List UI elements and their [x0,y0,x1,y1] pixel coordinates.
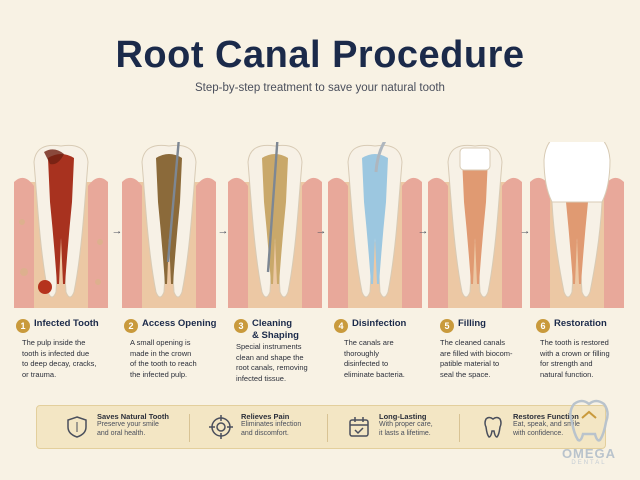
step-6-description: The tooth is restored with a crown or fi… [540,338,610,379]
step-2-heading: 2 Access Opening [124,318,216,333]
benefit-2-title: Relieves Pain [241,412,290,421]
page-subtitle: Step-by-step treatment to save your natu… [195,82,445,94]
step-4-title: Disinfection [352,318,407,329]
step-6-heading: 6 Restoration [536,318,607,333]
file-tooth-icon [228,142,322,308]
calendar-check-icon [349,417,369,437]
infected-tooth-icon [14,144,108,308]
step-1-heading: 1 Infected Tooth [16,318,99,333]
arrow-5: → [519,225,531,237]
step-1-title: Infected Tooth [34,318,99,329]
step-5-description: The cleaned canals are filled with bioco… [440,338,513,379]
step-4-number: 4 [334,319,348,333]
page-title: Root Canal Procedure [115,34,525,76]
step-2-number: 2 [124,319,138,333]
step-4-heading: 4 Disinfection [334,318,406,333]
filled-tooth-icon [428,144,522,308]
step-2-description: A small opening is made in the crown of … [130,338,197,379]
benefit-2-description: Eliminates infection and discomfort. [241,421,302,437]
irrigation-tooth-icon [328,142,422,308]
divider [459,414,460,442]
arrow-2: → [217,225,229,237]
crowned-tooth-icon [530,142,624,308]
step-5-title: Filling [458,318,486,329]
target-icon [209,415,233,439]
benefit-1-title: Saves Natural Tooth [97,412,169,421]
step-6-title: Restoration [554,318,607,329]
benefit-saves-tooth: Saves Natural Tooth Preserve your smile … [65,412,169,444]
step-1-number: 1 [16,319,30,333]
step-1-description: The pulp inside the tooth is infected du… [22,338,97,379]
drill-tooth-icon [122,142,216,308]
benefit-long-lasting: Long-Lasting With proper care, it lasts … [347,412,433,444]
step-3-title: Cleaning & Shaping [252,318,299,341]
logo-tagline: DENTAL [571,460,607,466]
step-5-heading: 5 Filling [440,318,486,333]
step-3-heading: 3 Cleaning & Shaping [234,318,299,342]
arrow-3: → [315,225,327,237]
shield-icon [67,416,87,438]
benefit-relieves-pain: Relieves Pain Eliminates infection and d… [209,412,301,444]
step-6-number: 6 [536,319,550,333]
omega-dental-logo [569,399,609,442]
tooth-icon [484,416,502,438]
step-4-description: The canals are thoroughly disinfected to… [344,338,405,379]
benefit-3-description: With proper care, it lasts a lifetime. [379,421,433,437]
benefit-4-title: Restores Function [513,412,579,421]
divider [327,414,328,442]
benefit-1-description: Preserve your smile and oral health. [97,421,159,437]
benefit-3-title: Long-Lasting [379,412,427,421]
arrow-4: → [417,225,429,237]
step-3-description: Special instruments clean and shape the … [236,342,308,383]
logo-name: OMEGA [561,446,617,461]
step-3-number: 3 [234,319,248,333]
step-5-number: 5 [440,319,454,333]
benefits-bar: Saves Natural Tooth Preserve your smile … [36,405,606,449]
step-2-title: Access Opening [142,318,217,329]
divider [189,414,190,442]
arrow-1: → [111,225,123,237]
